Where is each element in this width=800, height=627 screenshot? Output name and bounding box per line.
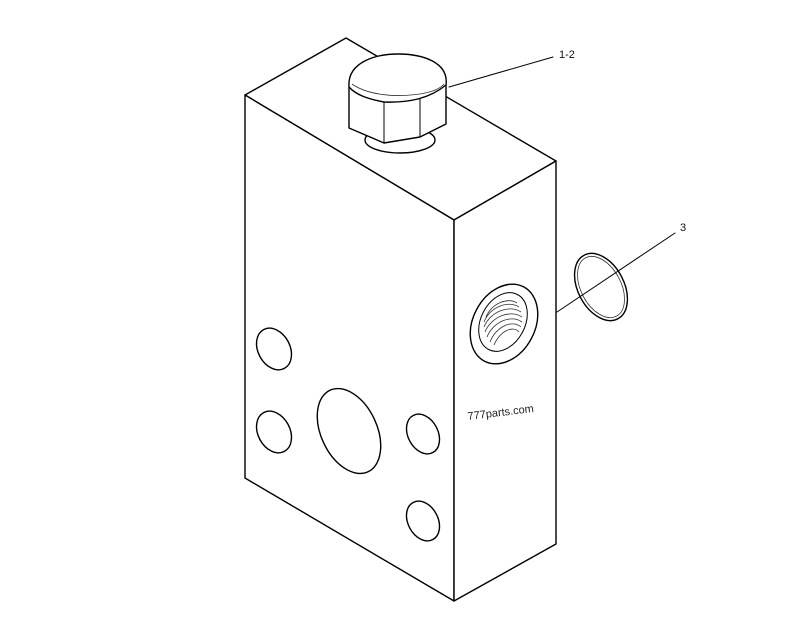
side-port-threads [483, 300, 523, 346]
plug-part [348, 53, 447, 154]
valve-body [244, 37, 557, 602]
plug-dome-rim [351, 83, 445, 96]
callout-label-3: 3 [680, 222, 686, 234]
callout-label-1-2: 1-2 [559, 49, 575, 61]
leader-line-1-2 [448, 56, 554, 88]
o-ring-outer [573, 252, 629, 322]
o-ring-inner [577, 255, 625, 319]
port-hole-upper-left [255, 327, 293, 371]
side-port [469, 283, 539, 365]
port-hole-right-upper [405, 413, 441, 455]
front-face-ports [255, 327, 441, 542]
plug-dome [348, 53, 447, 103]
leader-line-3 [556, 232, 676, 313]
port-hole-lower-left [255, 410, 293, 454]
side-port-outer [469, 283, 539, 365]
port-hole-large-center [316, 387, 382, 475]
o-ring-part [573, 252, 629, 322]
port-hole-right-lower [405, 500, 441, 542]
valve-body-side-face [453, 160, 557, 602]
side-port-inner [478, 292, 528, 352]
